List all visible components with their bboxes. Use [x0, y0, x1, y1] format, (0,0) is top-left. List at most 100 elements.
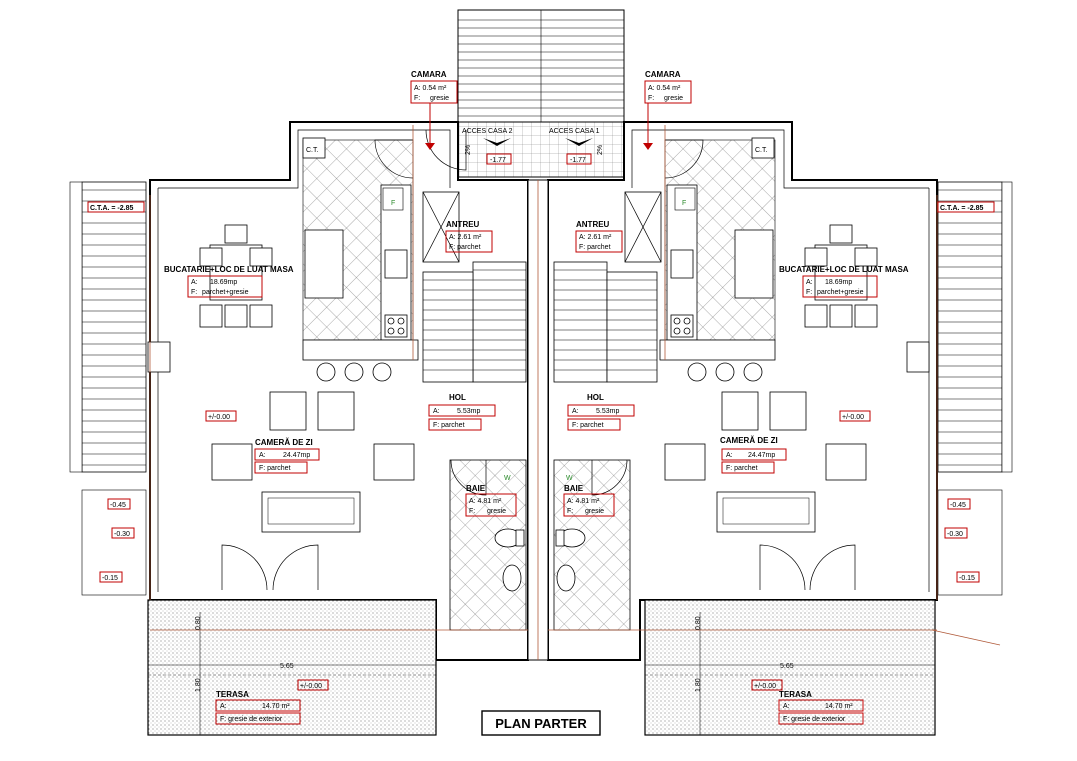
hol-area-right: 5.53mp: [596, 408, 619, 415]
side-elements: [147, 137, 930, 373]
level-045-right: -0.45: [950, 502, 966, 509]
terrace-dim-b-right: 1.80: [695, 678, 702, 692]
hol-label-left: HOL: [449, 393, 466, 402]
fridge-left: F: [391, 200, 395, 207]
living-furniture-left: [211, 391, 415, 533]
terrace-area-left: 14.70 m²: [262, 703, 290, 710]
floor-level-right: +/-0.00: [842, 414, 864, 421]
storage-label-right: CAMARA: [645, 70, 681, 79]
terrace-width-left: 5.65: [280, 663, 294, 670]
storage-finish-right: gresie: [664, 95, 683, 102]
kitchen-area-right: 18.69mp: [825, 279, 852, 286]
terrace-finish-left: F: gresie de exterior: [220, 716, 283, 723]
kitchen-finish-right: parchet+gresie: [817, 289, 864, 296]
antreu-label-left: ANTREU: [446, 220, 480, 229]
entrance-left-label: ACCES CASA 2: [462, 128, 513, 135]
terrace-area-prefix-left: A:: [220, 703, 227, 710]
kitchen-finish-prefix-left: F:: [191, 289, 197, 296]
bath-finish-left: gresie: [487, 508, 506, 515]
interior-stairs-right: [553, 261, 658, 383]
dining-table-left: [199, 224, 273, 328]
dimension-lines: [149, 125, 1001, 646]
page-title: PLAN PARTER: [495, 716, 587, 731]
terrace-area-prefix-right: A:: [783, 703, 790, 710]
antreu-area-left: A: 2.61 m²: [449, 234, 482, 241]
kitchen-finish-left: parchet+gresie: [202, 289, 249, 296]
kitchen-area-prefix-right: A:: [806, 279, 813, 286]
entrance-right-label: ACCES CASA 1: [549, 128, 600, 135]
hol-area-left: 5.53mp: [457, 408, 480, 415]
title-box: [481, 710, 601, 736]
interior-stairs-left: [422, 261, 527, 383]
storage-finish-left: gresie: [430, 95, 449, 102]
slope-left: 2%: [465, 145, 472, 155]
hol-label-right: HOL: [587, 393, 604, 402]
dining-table-right: [804, 224, 878, 328]
kitchen-label-right: BUCATARIE+LOC DE LUAT MASA: [779, 265, 909, 274]
antreu-finish-right: F: parchet: [579, 244, 611, 251]
side-stair-left: [69, 181, 147, 596]
cta-right: C.T.A. = -2.85: [940, 205, 983, 212]
terrace-level-left: +/-0.00: [300, 683, 322, 690]
kitchen-finish-prefix-right: F:: [806, 289, 812, 296]
kitchen-label-left: BUCATARIE+LOC DE LUAT MASA: [164, 265, 294, 274]
storage-finish-prefix-right: F:: [648, 95, 654, 102]
terrace-dim-a-right: 0.80: [695, 616, 702, 630]
terrace-area-right: 14.70 m²: [825, 703, 853, 710]
bath-label-left: BAIE: [466, 484, 486, 493]
antreu-label-right: ANTREU: [576, 220, 610, 229]
terrace-level-right: +/-0.00: [754, 683, 776, 690]
bath-area-left: A: 4.81 m²: [469, 498, 502, 505]
terrace-finish-right: F: gresie de exterior: [783, 716, 846, 723]
terrace-label-right: TERASA: [779, 690, 812, 699]
level-015-right: -0.15: [959, 575, 975, 582]
floor-level-left: +/-0.00: [208, 414, 230, 421]
hol-finish-left: F: parchet: [433, 422, 465, 429]
antreu-finish-left: F: parchet: [449, 244, 481, 251]
bath-label-right: BAIE: [564, 484, 584, 493]
hol-finish-right: F: parchet: [572, 422, 604, 429]
living-furniture-right: [664, 391, 867, 533]
living-label-right: CAMERĂ DE ZI: [720, 436, 778, 445]
ct-right: C.T.: [755, 147, 768, 154]
level-015-left: -0.15: [102, 575, 118, 582]
living-finish-right: F: parchet: [726, 465, 758, 472]
terrace-dim-b-left: 1.80: [195, 678, 202, 692]
wm-left: W: [504, 475, 511, 482]
living-area-prefix-left: A:: [259, 452, 266, 459]
terrace-label-left: TERASA: [216, 690, 249, 699]
hol-area-prefix-left: A:: [433, 408, 440, 415]
bar-stools: [316, 362, 763, 382]
living-area-left: 24.47mp: [283, 452, 310, 459]
kitchen-area-prefix-left: A:: [191, 279, 198, 286]
doors: [221, 129, 856, 591]
fridge-right: F: [682, 200, 686, 207]
bath-fixtures: [494, 528, 586, 592]
bath-finish-right: gresie: [585, 508, 604, 515]
storage-area-left: A: 0.54 m²: [414, 85, 447, 92]
side-stair-right: [937, 181, 1013, 596]
level-030-right: -0.30: [947, 531, 963, 538]
kitchen-area-left: 18.69mp: [210, 279, 237, 286]
storage-area-right: A: 0.54 m²: [648, 85, 681, 92]
outer-walls: [149, 121, 938, 661]
terrace-dim-a-left: 0.80: [195, 616, 202, 630]
bath-finish-prefix-left: F:: [469, 508, 475, 515]
cta-left: C.T.A. = -2.85: [90, 205, 133, 212]
entrance-level-left: -1.77: [490, 157, 506, 164]
hol-area-prefix-right: A:: [572, 408, 579, 415]
kitchen-counter-right: [659, 184, 776, 361]
antreu-area-right: A: 2.61 m²: [579, 234, 612, 241]
slope-right: 2%: [597, 145, 604, 155]
living-finish-left: F: parchet: [259, 465, 291, 472]
bath-area-right: A: 4.81 m²: [567, 498, 600, 505]
living-area-right: 24.47mp: [748, 452, 775, 459]
entrance-level-right: -1.77: [570, 157, 586, 164]
level-030-left: -0.30: [114, 531, 130, 538]
kitchen-counter-left: [302, 184, 419, 361]
level-045-left: -0.45: [110, 502, 126, 509]
ct-left: C.T.: [306, 147, 319, 154]
storage-finish-prefix-left: F:: [414, 95, 420, 102]
living-label-left: CAMERĂ DE ZI: [255, 438, 313, 447]
